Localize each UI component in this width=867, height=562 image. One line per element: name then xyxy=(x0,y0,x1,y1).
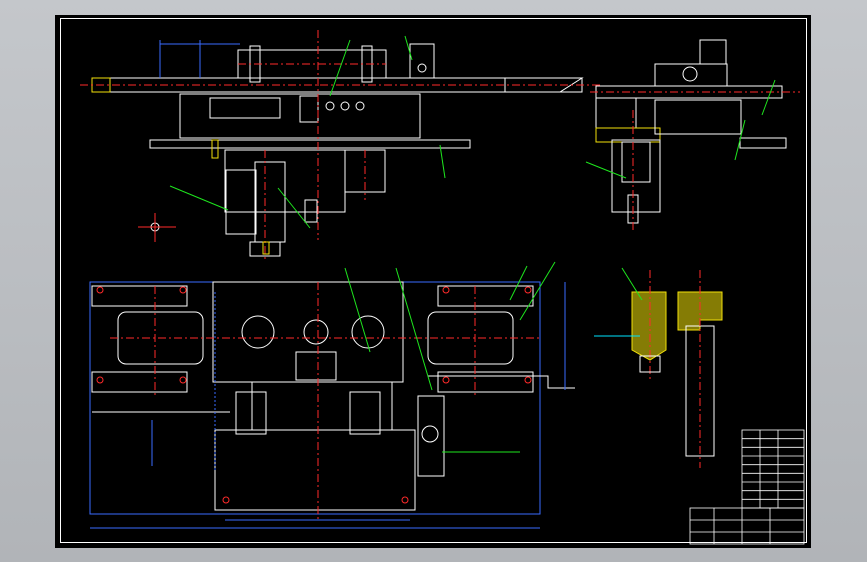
bom-table xyxy=(741,429,805,509)
title-block xyxy=(689,429,805,545)
front-view xyxy=(80,30,600,262)
drawing-frame xyxy=(60,18,807,543)
section-detail xyxy=(594,267,723,468)
plan-view xyxy=(89,261,575,529)
title-table xyxy=(689,507,805,545)
side-view xyxy=(585,39,800,230)
